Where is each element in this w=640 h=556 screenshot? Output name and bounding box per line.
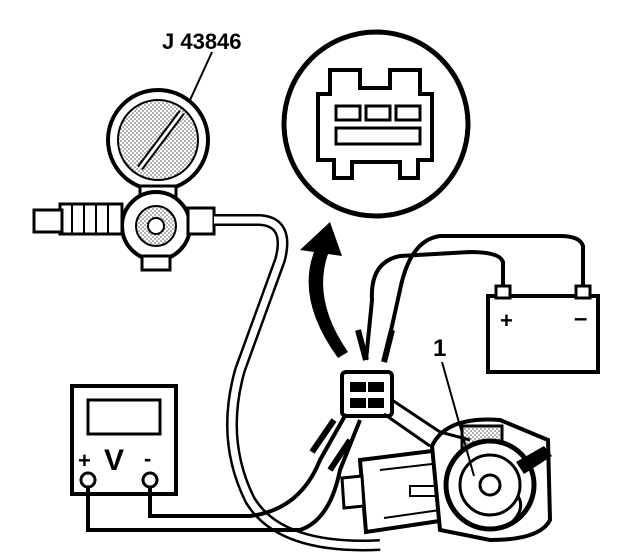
harness-connector — [340, 370, 394, 418]
callout-number: 1 — [433, 335, 446, 362]
pressure-gauge-icon — [32, 88, 216, 272]
battery-minus-label: – — [574, 305, 587, 332]
voltmeter-icon — [70, 384, 178, 496]
battery-plus-label: + — [500, 308, 513, 333]
meter-symbol: V — [104, 444, 124, 477]
meter-lead-negative — [148, 413, 348, 518]
compressor-wire-a — [391, 398, 471, 442]
compressor-icon — [340, 417, 553, 543]
arrow-icon — [300, 222, 348, 358]
meter-minus-label: - — [144, 446, 151, 471]
battery-lead-negative — [382, 234, 585, 363]
meter-lead-positive — [86, 419, 362, 532]
battery-icon — [486, 284, 600, 374]
compressor-wire-b — [383, 412, 431, 448]
connector-detail-icon — [281, 29, 471, 219]
battery-lead-positive — [364, 249, 505, 361]
callout-leader-line — [441, 361, 475, 477]
tool-label: J 43846 — [162, 29, 242, 54]
meter-plus-label: + — [78, 448, 91, 473]
